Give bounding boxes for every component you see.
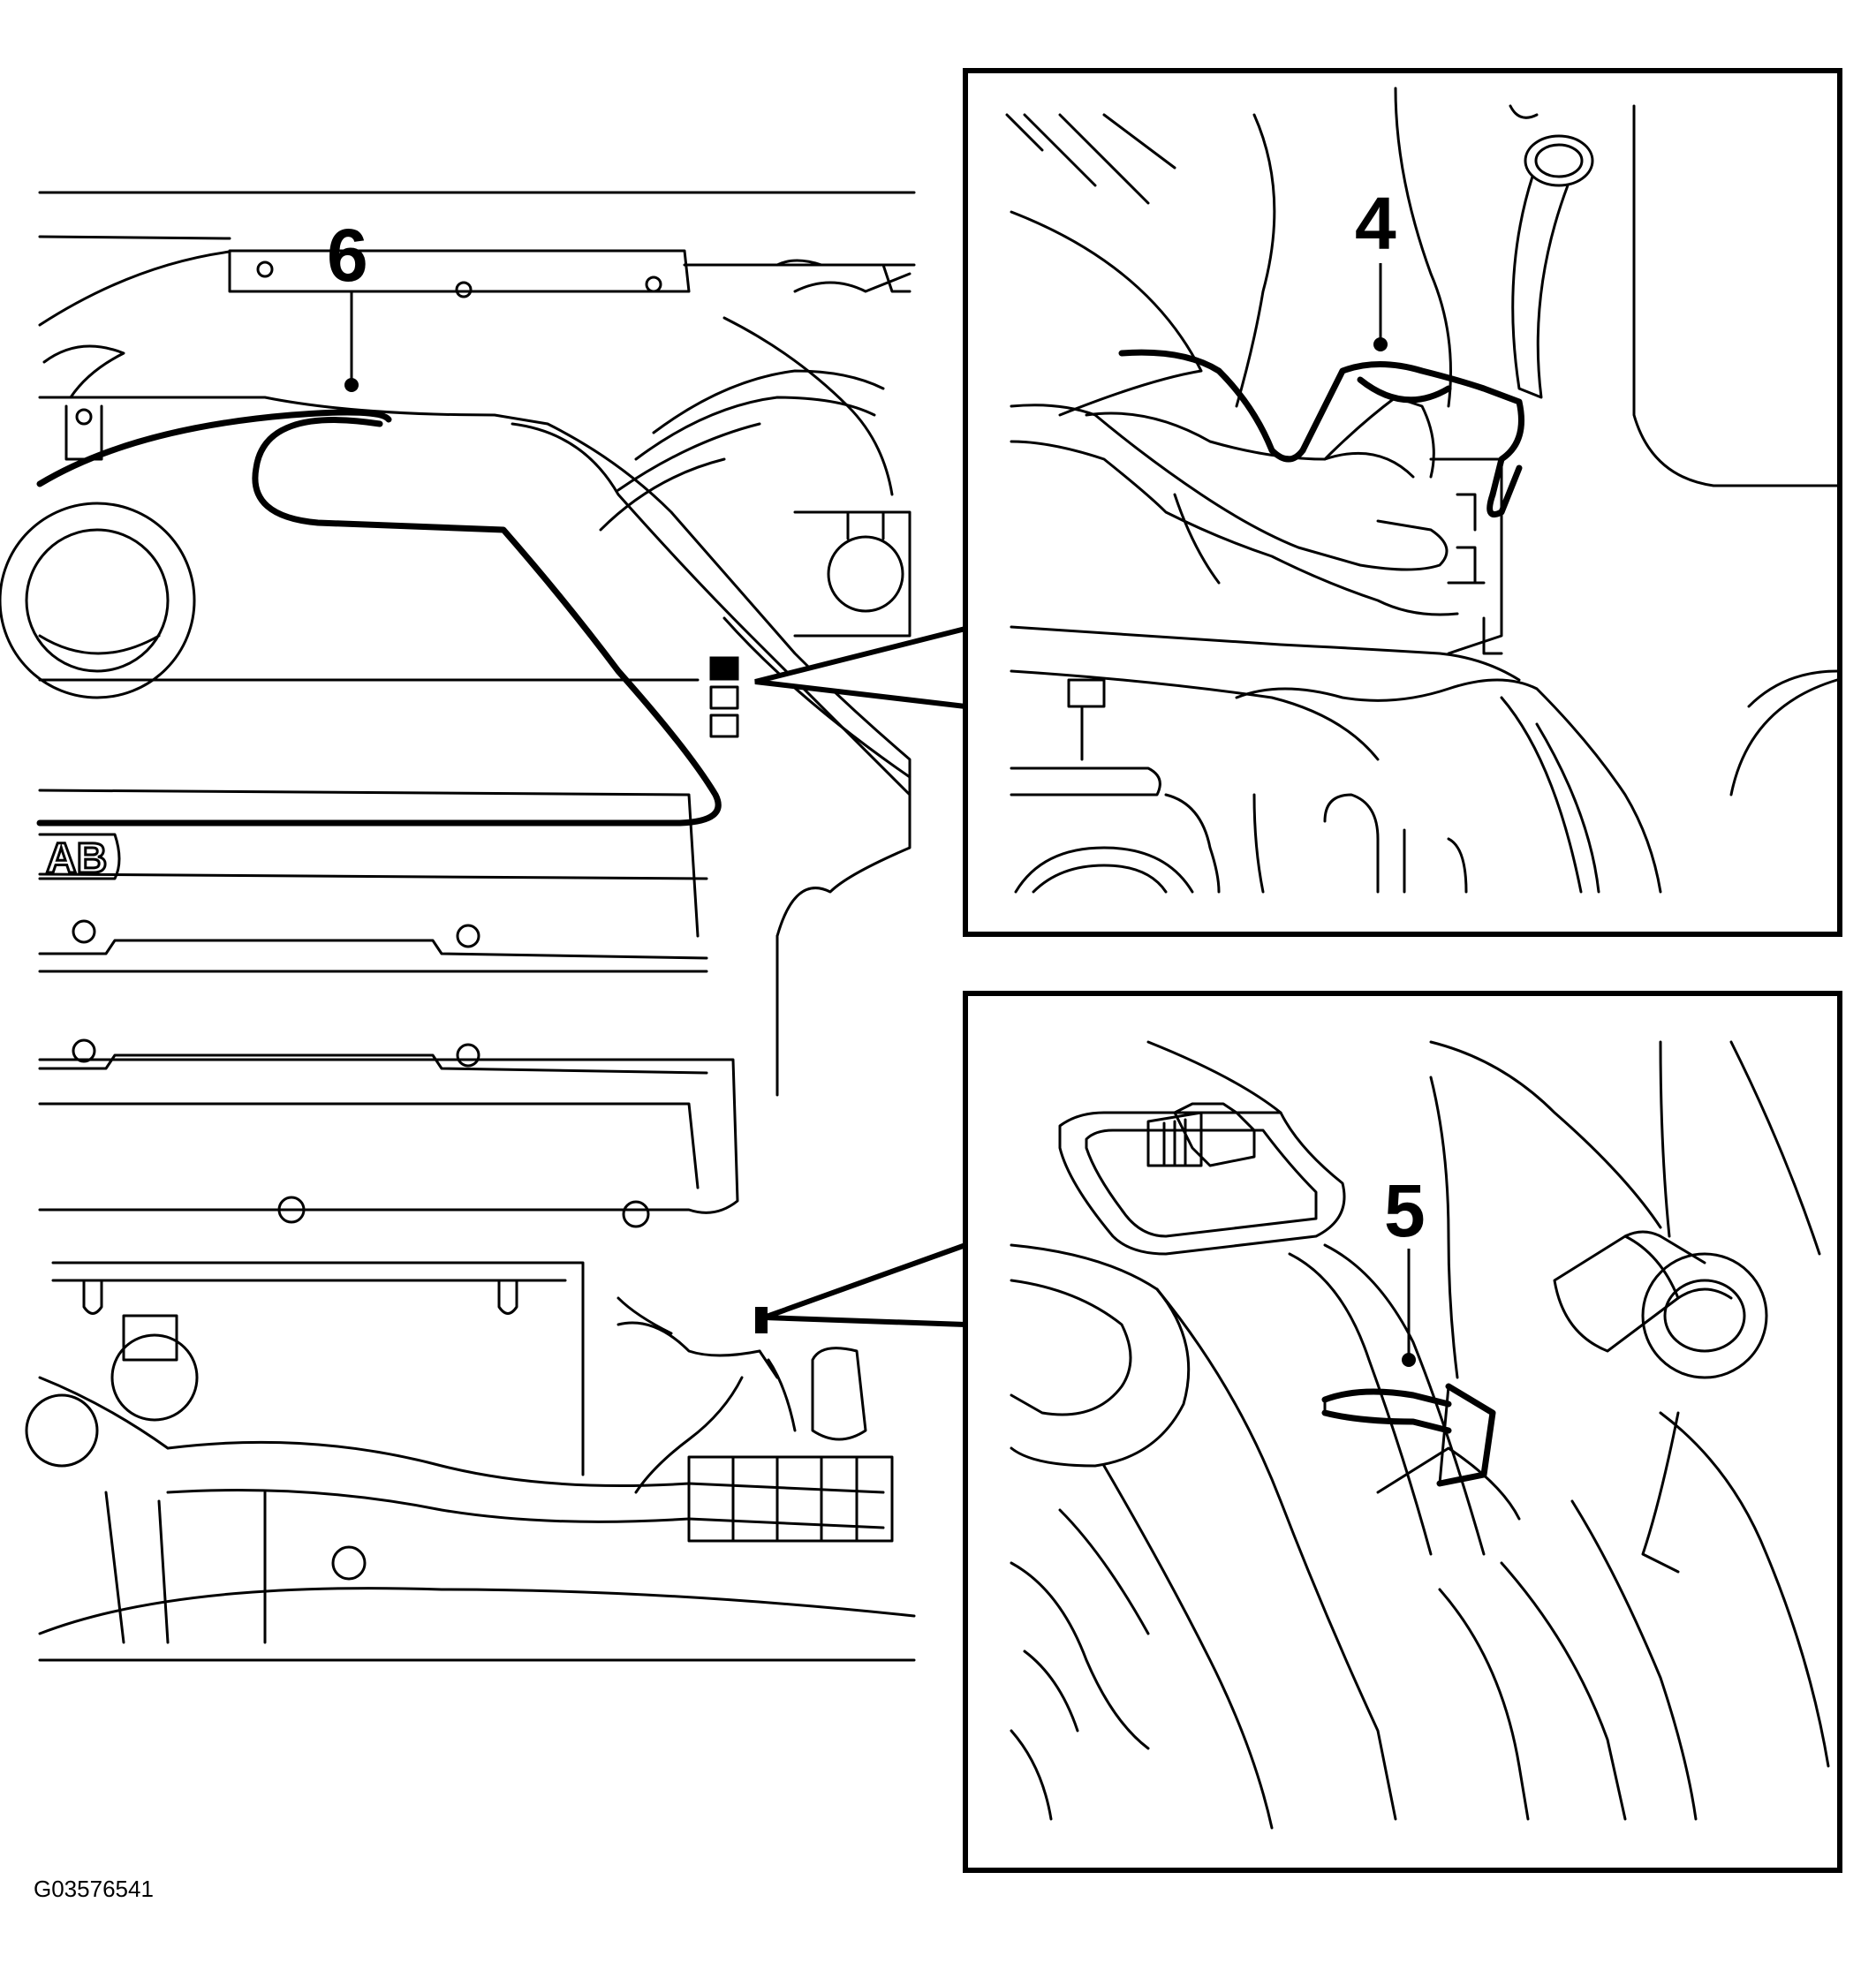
inset-panel-4: 4 xyxy=(754,68,1842,937)
inset-panel-5: 5 xyxy=(762,991,1842,1873)
callout-5-dot xyxy=(1402,1353,1416,1367)
inset-4-pointer xyxy=(754,625,968,710)
callout-4: 4 xyxy=(1355,182,1396,351)
callout-4-label: 4 xyxy=(1355,182,1396,265)
callout-6-dot xyxy=(344,378,359,392)
callout-6-label: 6 xyxy=(327,214,368,297)
figure-id: G03576541 xyxy=(34,1876,154,1902)
inset-4-drawing xyxy=(1005,87,1839,894)
callout-5-label: 5 xyxy=(1384,1169,1426,1252)
engine-bay-view: AB xyxy=(0,191,916,1662)
inset-5-frame xyxy=(963,991,1842,1873)
inset-5-drawing xyxy=(1010,1040,1830,1830)
callout-5: 5 xyxy=(1384,1169,1426,1367)
callout-6: 6 xyxy=(327,214,368,392)
engine-cover-badge: AB xyxy=(46,835,107,882)
inset-4-frame xyxy=(963,68,1842,937)
inset-5-pointer xyxy=(762,1241,968,1328)
callout-4-dot xyxy=(1373,337,1388,351)
